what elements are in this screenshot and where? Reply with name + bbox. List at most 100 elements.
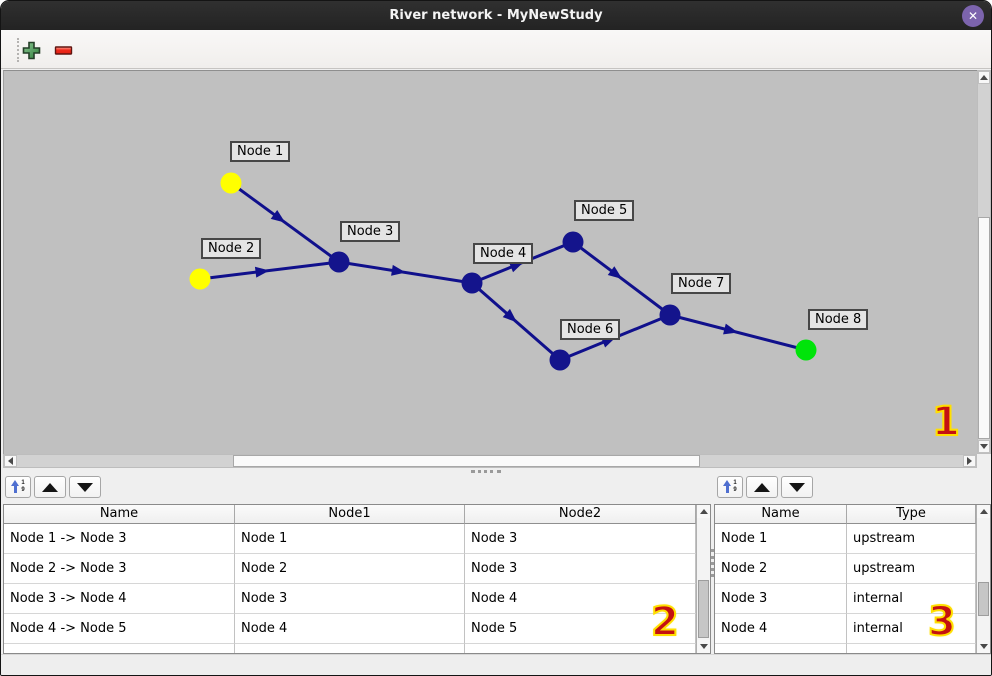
table-cell[interactable]	[715, 644, 847, 653]
table-cell[interactable]: Node 4	[235, 614, 465, 644]
table-cell[interactable]	[235, 644, 465, 653]
step-marker-1: 1	[931, 399, 961, 445]
reaches-table-scrollbar[interactable]	[696, 505, 710, 653]
scroll-thumb[interactable]	[978, 582, 989, 616]
table-cell[interactable]: Node 3 -> Node 4	[4, 584, 235, 614]
node-node-4[interactable]	[461, 272, 483, 294]
scroll-up-button[interactable]	[977, 505, 990, 518]
add-button[interactable]	[20, 39, 42, 61]
table-row[interactable]	[715, 644, 990, 653]
table-cell[interactable]: Node 2	[715, 554, 847, 584]
node-label-node-4[interactable]: Node 4	[473, 243, 534, 264]
table-cell[interactable]: upstream	[847, 554, 976, 584]
node-label-node-7[interactable]: Node 7	[671, 273, 732, 294]
table-cell[interactable]	[847, 644, 976, 653]
scroll-up-button[interactable]	[978, 71, 990, 84]
node-label-node-6[interactable]: Node 6	[560, 319, 621, 340]
column-header[interactable]: Node2	[465, 505, 696, 524]
close-button[interactable]: ✕	[962, 5, 984, 27]
sort-digit-bottom: 9	[21, 487, 25, 493]
node-node-2[interactable]	[189, 268, 211, 290]
node-node-1[interactable]	[220, 172, 242, 194]
scroll-down-button[interactable]	[697, 640, 710, 653]
node-node-3[interactable]	[328, 251, 350, 273]
table-row[interactable]	[4, 644, 710, 653]
bottom-panel	[1, 654, 991, 675]
horizontal-scroll-thumb[interactable]	[233, 455, 700, 467]
table-cell[interactable]: Node 4 -> Node 5	[4, 614, 235, 644]
column-header[interactable]: Type	[847, 505, 976, 524]
move-down-button[interactable]	[781, 476, 813, 498]
column-header[interactable]: Name	[4, 505, 235, 524]
scroll-down-button[interactable]	[978, 440, 990, 453]
sort-digit-bottom: 9	[733, 487, 737, 493]
node-label-node-5[interactable]: Node 5	[574, 200, 635, 221]
canvas-horizontal-scrollbar[interactable]	[3, 454, 977, 468]
table-cell[interactable]: Node 2 -> Node 3	[4, 554, 235, 584]
plus-icon	[22, 41, 40, 59]
table-cell[interactable]	[4, 644, 235, 653]
network-canvas[interactable]: Node 1 Node 2 Node 3 Node 4 Node 5 Node 6 Node…	[3, 70, 977, 454]
title-bar[interactable]: River network - MyNewStudy ✕	[1, 1, 991, 30]
table-cell[interactable]	[465, 644, 696, 653]
table-cell[interactable]: Node 4	[715, 614, 847, 644]
scroll-thumb[interactable]	[698, 580, 709, 638]
sort-button[interactable]: 1 9	[717, 476, 743, 498]
canvas-vertical-scrollbar[interactable]	[977, 70, 991, 454]
scroll-left-button[interactable]	[4, 455, 17, 467]
node-label-node-2[interactable]: Node 2	[201, 238, 262, 259]
node-node-6[interactable]	[549, 349, 571, 371]
table-cell[interactable]: Node 1	[715, 524, 847, 554]
table-cell[interactable]: Node 2	[235, 554, 465, 584]
node-node-5[interactable]	[562, 231, 584, 253]
sort-digits: 1 9	[21, 480, 24, 494]
horizontal-splitter-handle[interactable]	[471, 470, 501, 473]
sort-ascending-icon	[11, 480, 20, 494]
move-up-button[interactable]	[34, 476, 66, 498]
table-cell[interactable]: upstream	[847, 524, 976, 554]
node-label-node-8[interactable]: Node 8	[808, 309, 869, 330]
scroll-right-button[interactable]	[963, 455, 976, 467]
arrow-down-icon	[699, 644, 708, 649]
table-cell[interactable]: Node 3	[465, 554, 696, 584]
toolbar-drag-handle[interactable]	[17, 38, 19, 62]
table-cell[interactable]: internal	[847, 614, 976, 644]
column-header[interactable]: Node1	[235, 505, 465, 524]
sort-digit-top: 1	[21, 480, 25, 486]
vertical-scroll-thumb[interactable]	[978, 217, 990, 439]
table-cell[interactable]: Node 3	[465, 524, 696, 554]
node-label-node-1[interactable]: Node 1	[230, 141, 291, 162]
table-cell[interactable]: Node 4	[465, 584, 696, 614]
vertical-splitter-handle[interactable]	[711, 549, 714, 577]
node-node-7[interactable]	[659, 304, 681, 326]
column-header[interactable]: Name	[715, 505, 847, 524]
sort-button[interactable]: 1 9	[5, 476, 31, 498]
scroll-down-button[interactable]	[977, 640, 990, 653]
flow-arrow-icon	[723, 323, 738, 335]
scroll-up-button[interactable]	[697, 505, 710, 518]
table-cell[interactable]: Node 3	[235, 584, 465, 614]
node-label-node-3[interactable]: Node 3	[340, 221, 401, 242]
reach-edge[interactable]	[199, 260, 340, 281]
table-cell[interactable]: Node 5	[465, 614, 696, 644]
move-down-button[interactable]	[69, 476, 101, 498]
remove-button[interactable]	[52, 39, 74, 61]
table-cell[interactable]: internal	[847, 584, 976, 614]
reach-edge[interactable]	[669, 313, 807, 352]
move-up-button[interactable]	[746, 476, 778, 498]
node-node-8[interactable]	[795, 339, 817, 361]
table-cell[interactable]: Node 1	[235, 524, 465, 554]
table-cell[interactable]: Node 1 -> Node 3	[4, 524, 235, 554]
nodes-table-scrollbar[interactable]	[976, 505, 990, 653]
table-cell[interactable]: Node 3	[715, 584, 847, 614]
